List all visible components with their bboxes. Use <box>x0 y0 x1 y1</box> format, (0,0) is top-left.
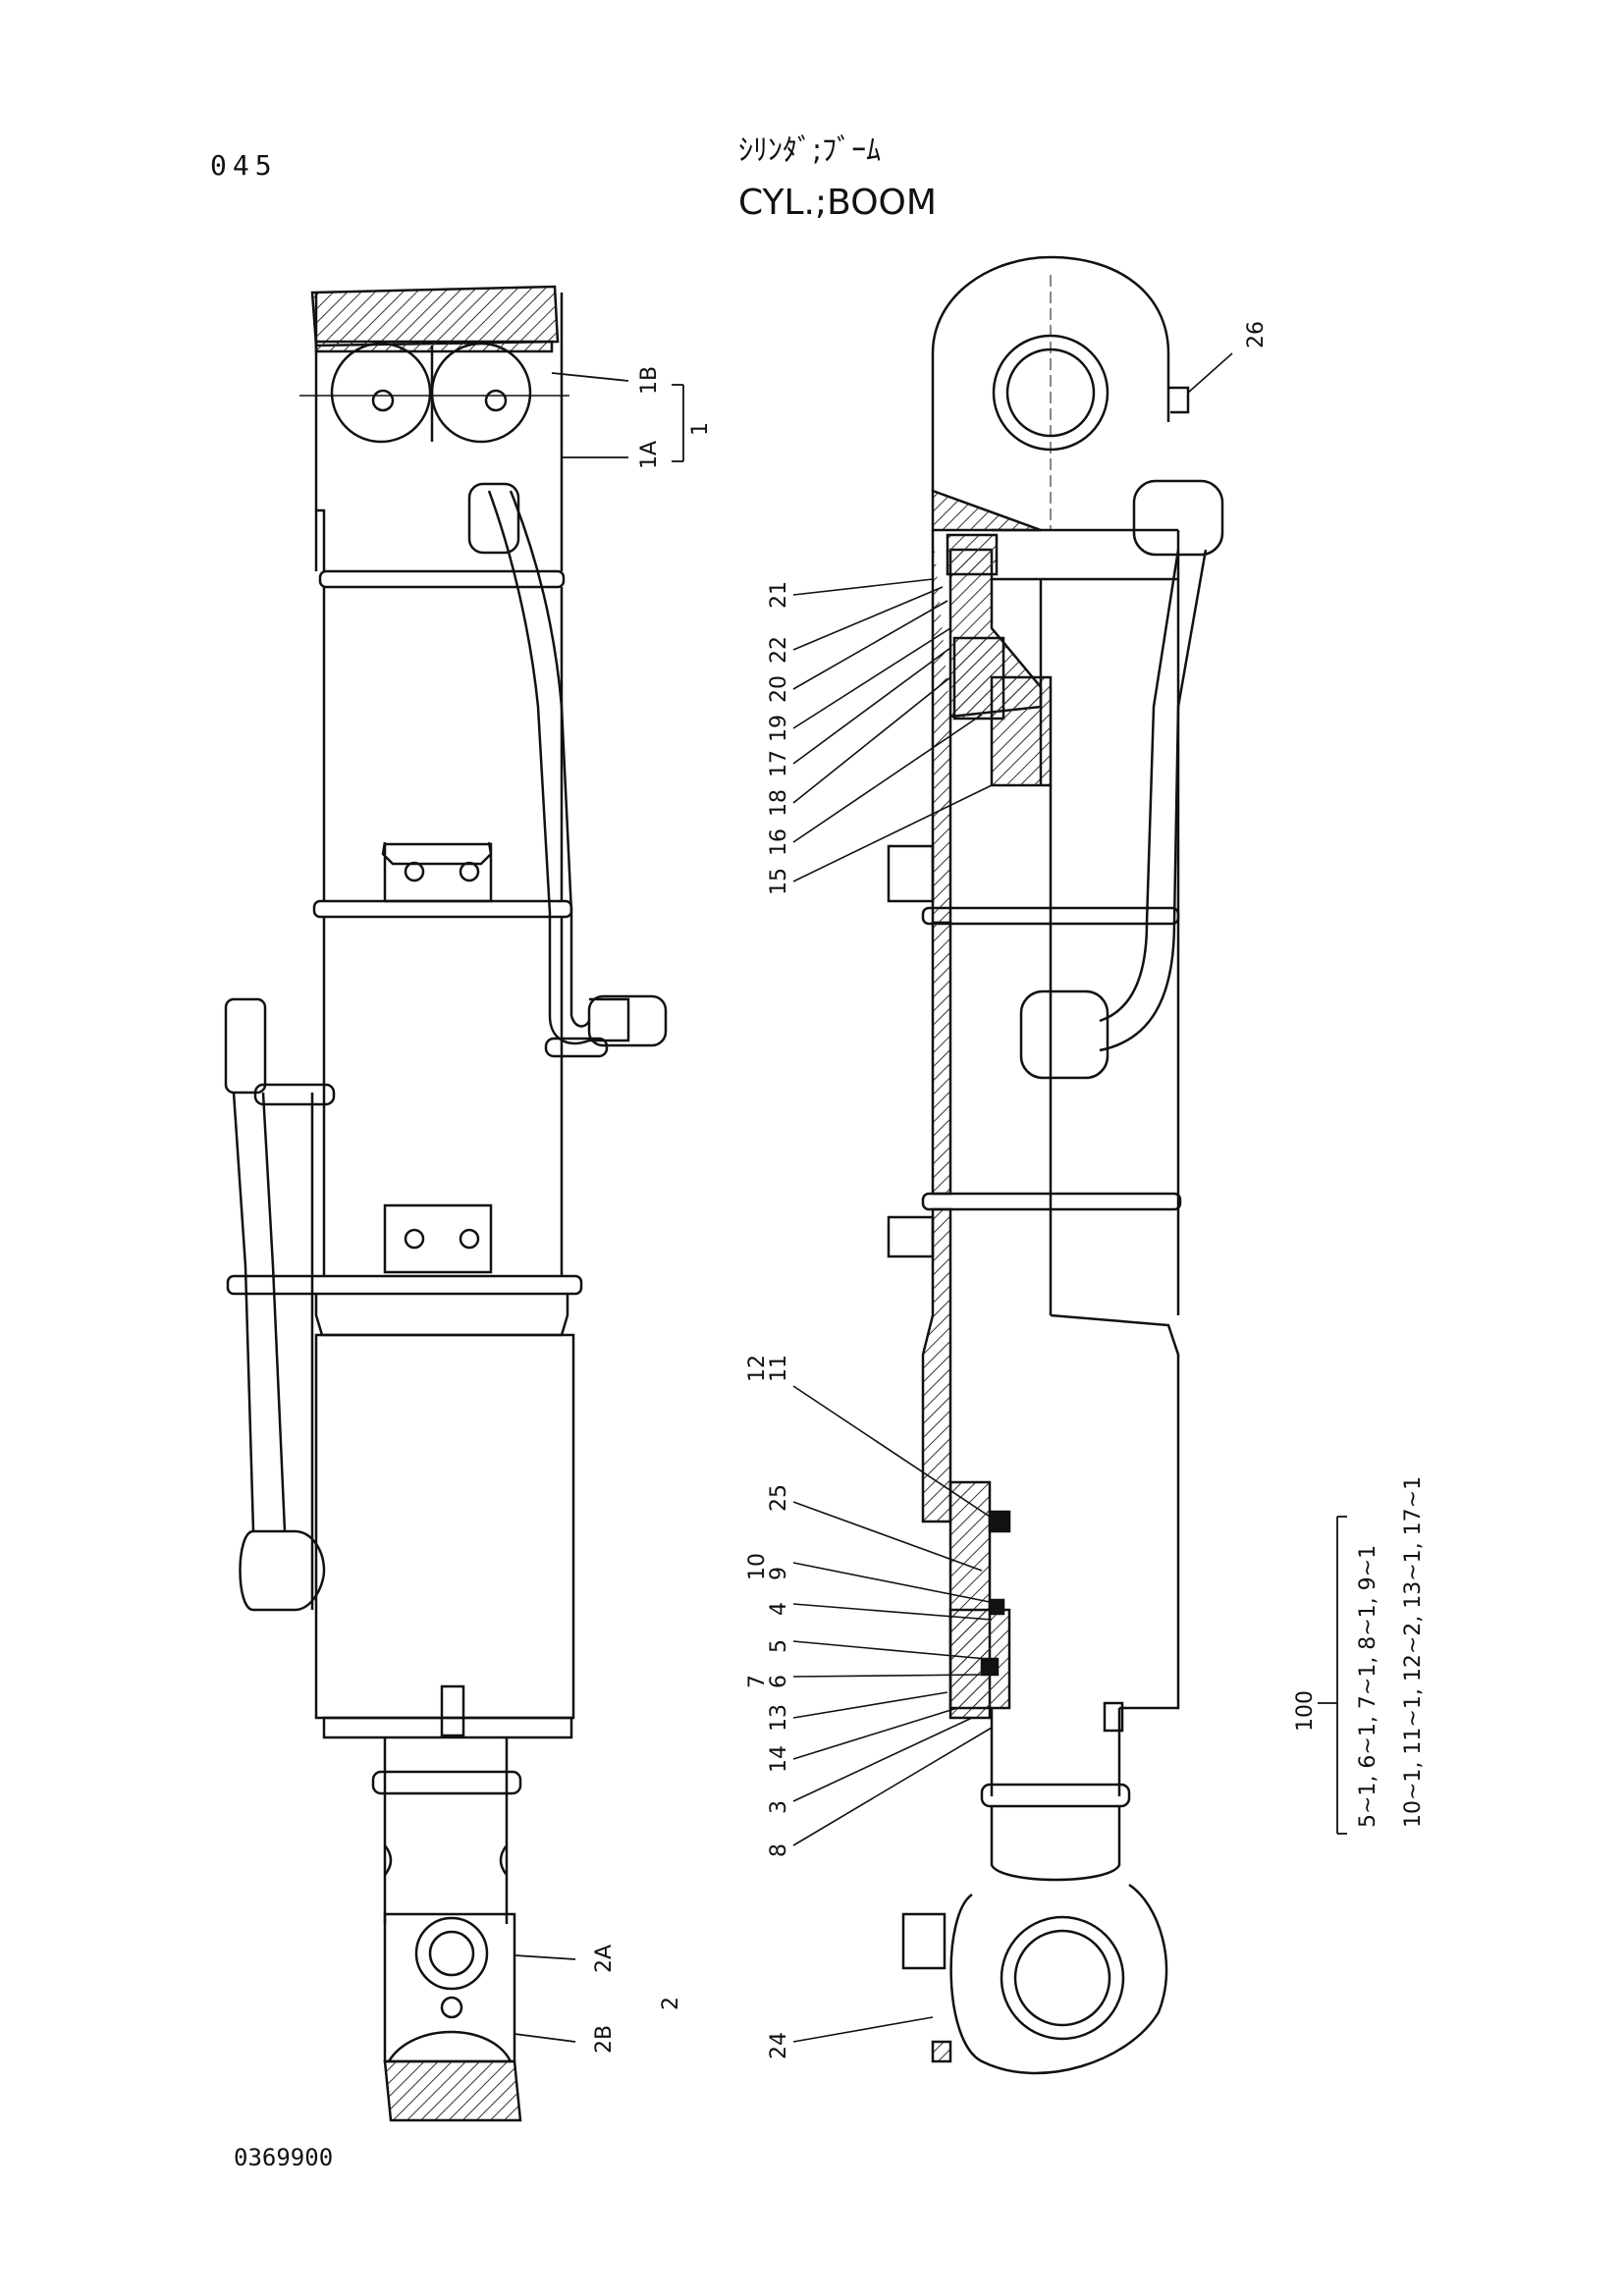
left-upper-bracket <box>381 841 493 903</box>
drawing-id: 0369900 <box>234 2144 334 2171</box>
callout-20: 20 <box>767 675 791 703</box>
left-gland-body <box>314 1333 575 1720</box>
page-number: 045 <box>210 149 278 182</box>
callout-24: 24 <box>767 2032 791 2059</box>
callout-17: 17 <box>767 750 791 777</box>
right-lower-leaders <box>792 1385 993 2043</box>
callout-8: 8 <box>767 1843 791 1857</box>
callout-12: 12 <box>745 1355 770 1382</box>
left-elbow-1 <box>587 994 668 1047</box>
callout-9: 9 <box>767 1567 791 1580</box>
callout-11: 11 <box>767 1355 791 1382</box>
right-lower-labels: 12 11 25 10 9 4 5 7 6 13 14 3 8 24 <box>745 1355 791 2059</box>
callout-26: 26 <box>1244 321 1269 348</box>
right-head-eye <box>931 255 1170 491</box>
kit-line-1: 5~1, 6~1, 7~1, 8~1, 9~1 <box>1356 1545 1380 1828</box>
left-band-3 <box>226 1274 583 1296</box>
right-elbow-mid <box>1019 989 1109 1080</box>
left-bearing-2 <box>430 342 532 444</box>
right-band-2 <box>921 1192 1182 1211</box>
callout-10: 10 <box>745 1553 770 1580</box>
callout-18: 18 <box>767 789 791 817</box>
callout-22: 22 <box>767 636 791 664</box>
callout-4: 4 <box>767 1602 791 1616</box>
callout-14: 14 <box>767 1745 791 1773</box>
left-band-2 <box>312 899 573 919</box>
right-head-hatch <box>931 489 1042 532</box>
left-callout-leaders <box>514 372 684 2043</box>
callout-1A: 1A <box>637 441 662 469</box>
callout-16: 16 <box>767 828 791 856</box>
right-rod-eye <box>949 1883 1168 2075</box>
callout-13: 13 <box>767 1704 791 1732</box>
kit-bracket <box>1318 1516 1347 1835</box>
right-upper-leaders <box>792 352 1233 882</box>
right-view-cylinder <box>887 255 1224 2075</box>
callout-25: 25 <box>767 1484 791 1512</box>
callout-3: 3 <box>767 1800 791 1814</box>
callout-7: 7 <box>745 1675 770 1688</box>
kit-number: 100 <box>1293 1690 1318 1732</box>
callout-5: 5 <box>767 1639 791 1653</box>
callout-15: 15 <box>767 868 791 895</box>
callout-2B: 2B <box>592 2025 617 2054</box>
left-lower-bracket <box>383 1203 493 1274</box>
left-bottom-boss-hatch <box>383 2059 522 2122</box>
kit-line-2: 10~1, 11~1, 12~2, 13~1, 17~1 <box>1401 1476 1426 1828</box>
right-band-1 <box>921 906 1180 926</box>
callout-19: 19 <box>767 715 791 742</box>
callout-21: 21 <box>767 581 791 609</box>
left-port-fitting <box>224 997 267 1095</box>
left-top-bushing <box>314 340 554 353</box>
callout-1: 1 <box>688 422 713 436</box>
title-japanese: ｼﾘﾝﾀﾞ;ﾌﾞｰﾑ <box>738 133 882 168</box>
title-english: CYL.;BOOM <box>738 183 937 223</box>
left-pipe-upper <box>487 490 573 1016</box>
left-view-cylinder <box>224 285 668 2122</box>
right-upper-labels: 26 21 22 20 19 17 18 16 15 <box>767 321 1269 895</box>
left-callout-labels: 1B 1A 1 2A 2B 2 <box>592 366 713 2054</box>
left-pipe-lower <box>232 1092 287 1532</box>
left-band-1 <box>318 569 566 589</box>
callout-6: 6 <box>767 1675 791 1688</box>
callout-2: 2 <box>659 1997 683 2010</box>
kit-labels: 100 5~1, 6~1, 7~1, 8~1, 9~1 10~1, 11~1, … <box>1293 1476 1426 1828</box>
callout-2A: 2A <box>592 1945 617 1973</box>
left-bearing-1 <box>330 342 432 444</box>
callout-1B: 1B <box>637 366 662 395</box>
left-top-boss-hatch <box>310 285 560 347</box>
